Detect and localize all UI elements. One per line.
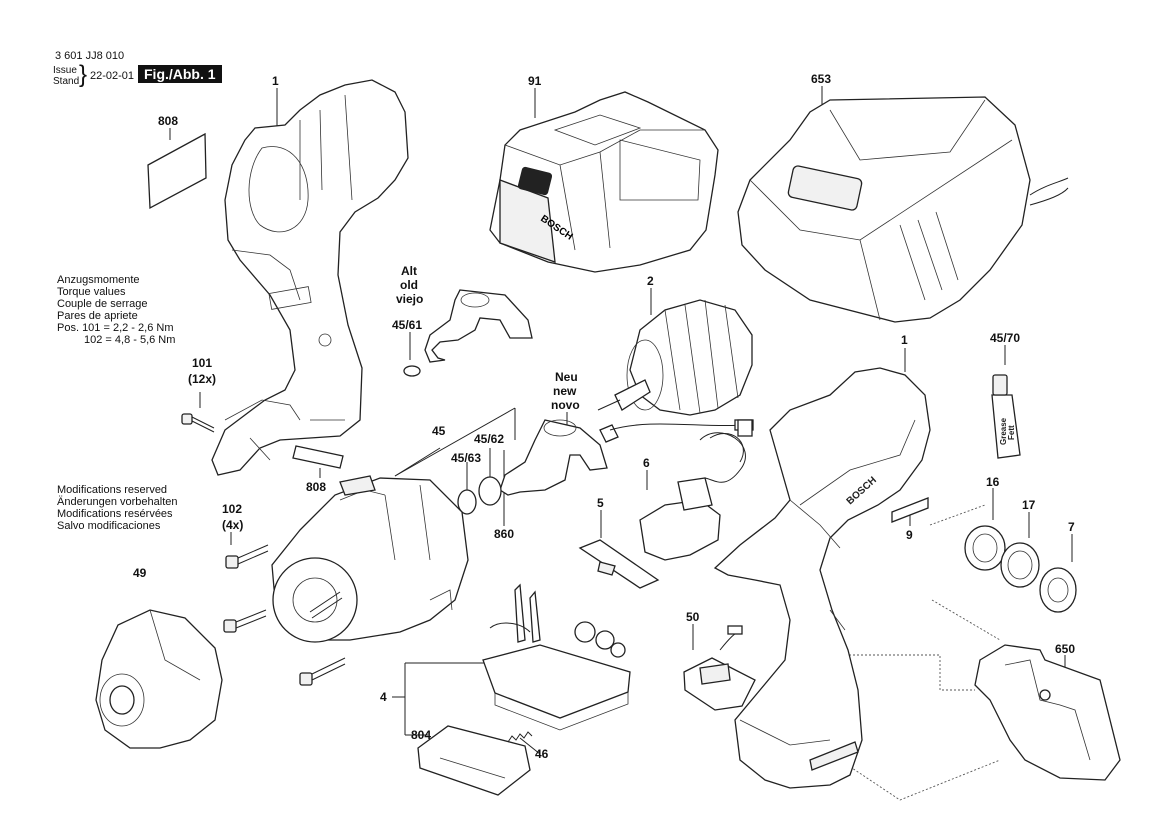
callout-45-62: 45/62 <box>474 432 505 446</box>
grease-tube: Grease Fett <box>991 374 1021 459</box>
callout-battery: 91 <box>528 74 542 88</box>
slider <box>578 539 660 589</box>
callout-45-63: 45/63 <box>451 451 482 465</box>
callout-alt: Alt <box>401 264 417 278</box>
callout-qty-102: (4x) <box>222 518 244 532</box>
stand-label: Stand <box>53 76 80 87</box>
gear-housing <box>271 475 469 643</box>
callout-45-61: 45/61 <box>392 318 423 332</box>
torque-pos-101: Pos. 101 = 2,2 - 2,6 Nm <box>57 322 174 334</box>
callout-label-9: 9 <box>906 528 913 542</box>
board-50 <box>683 625 756 711</box>
spring-46 <box>507 731 533 743</box>
callout-old: old <box>400 278 418 292</box>
issue-date: 22-02-01 <box>90 70 135 82</box>
housing-left <box>211 79 409 476</box>
callout-housing-right: 1 <box>901 333 908 347</box>
callout-808-bottom: 808 <box>306 480 327 494</box>
modifications-line-3: Modifications resérvées <box>57 508 173 520</box>
callout-housing-left: 1 <box>272 74 279 88</box>
callout-clip: 650 <box>1055 642 1076 656</box>
modifications-line-4: Salvo modificaciones <box>57 520 161 532</box>
callout-808-top: 808 <box>158 114 179 128</box>
motor <box>597 299 754 443</box>
cap <box>95 609 223 749</box>
callout-plate-804: 804 <box>411 728 432 742</box>
callout-charger: 653 <box>811 72 832 86</box>
callout-slider: 5 <box>597 496 604 510</box>
callout-screw-101: 101 <box>192 356 213 370</box>
callout-switch: 6 <box>643 456 650 470</box>
grease-text: Grease <box>999 417 1008 445</box>
callout-45: 45 <box>432 424 446 438</box>
callout-electronics: 4 <box>380 690 387 704</box>
callout-7: 7 <box>1068 520 1075 534</box>
charger <box>737 96 1069 323</box>
housing-right: BOSCH <box>713 367 931 789</box>
figure-label: Fig./Abb. 1 <box>138 65 222 83</box>
torque-line-1: Anzugsmomente <box>57 274 140 286</box>
fett-text: Fett <box>1007 425 1016 440</box>
brace: } <box>79 61 88 88</box>
callout-860: 860 <box>494 527 515 541</box>
callout-novo: novo <box>551 398 580 412</box>
callout-motor: 2 <box>647 274 654 288</box>
callout-screw-102: 102 <box>222 502 243 516</box>
callout-new: new <box>553 384 577 398</box>
doc-number: 3 601 JJ8 010 <box>55 50 125 62</box>
front-parts <box>964 525 1077 613</box>
callout-spring-46: 46 <box>535 747 549 761</box>
torque-line-2: Torque values <box>57 286 126 298</box>
screws-102 <box>223 544 346 686</box>
issue-label: Issue <box>53 65 77 76</box>
callout-qty-101: (12x) <box>188 372 217 386</box>
label-9-part <box>891 497 929 523</box>
plate-804 <box>417 725 531 796</box>
switch <box>639 419 753 561</box>
modifications-line-2: Änderungen vorbehalten <box>57 496 178 508</box>
spindle-new <box>499 419 608 496</box>
callout-viejo: viejo <box>396 292 424 306</box>
callout-grease: 45/70 <box>990 331 1021 345</box>
torque-line-4: Pares de apriete <box>57 310 138 322</box>
callout-17: 17 <box>1022 498 1036 512</box>
callout-cap: 49 <box>133 566 147 580</box>
callout-board-50: 50 <box>686 610 700 624</box>
label-808-bottom-part <box>292 445 344 469</box>
torque-pos-102: 102 = 4,8 - 5,6 Nm <box>84 334 176 346</box>
callout-16: 16 <box>986 475 1000 489</box>
electronics-module <box>482 583 631 731</box>
assembly-lines <box>839 504 1001 801</box>
callout-neu: Neu <box>555 370 578 384</box>
screw-101 <box>181 413 215 433</box>
modifications-line-1: Modifications reserved <box>57 484 168 496</box>
label-808-top-part <box>147 132 207 210</box>
rings <box>457 476 502 515</box>
torque-line-3: Couple de serrage <box>57 298 148 310</box>
spindle-old <box>403 289 533 377</box>
battery-pack: BOSCH <box>489 91 719 273</box>
leader-lines <box>169 86 1073 755</box>
belt-clip <box>974 644 1121 781</box>
